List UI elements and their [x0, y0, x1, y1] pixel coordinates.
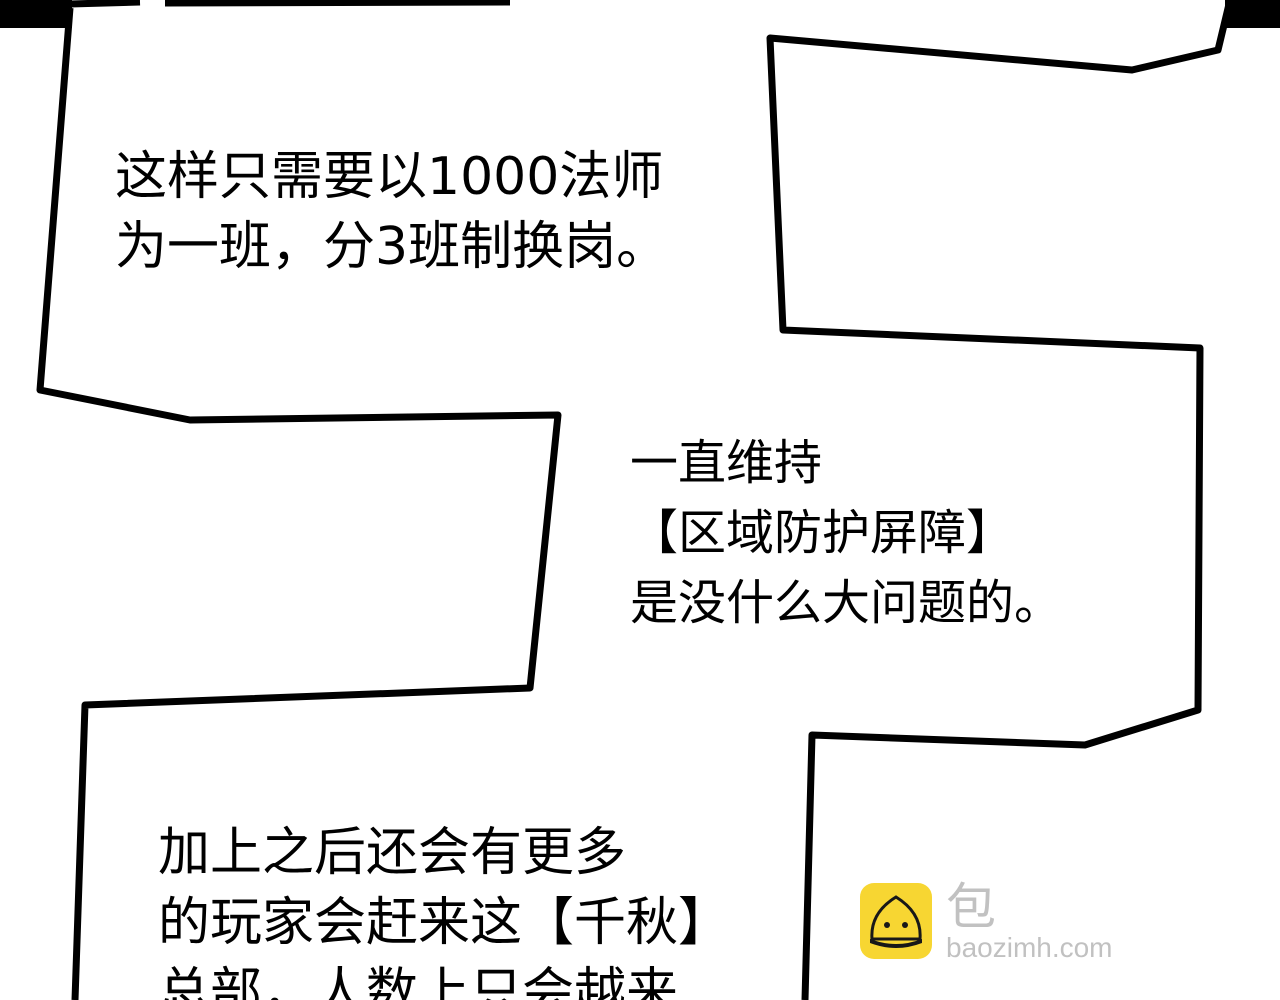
watermark: 包 baozimh.com — [860, 880, 1113, 962]
panel-border — [69, 0, 141, 8]
panel-border — [766, 0, 1234, 1000]
text-line: 为一班，分3班制换岗。 — [115, 217, 669, 277]
bun-logo-icon — [860, 883, 932, 959]
text-line: 总部，人数上只会越来 — [158, 963, 679, 1000]
text-line: 一直维持 — [630, 435, 823, 491]
panel-border — [164, 0, 511, 7]
text-line: 的玩家会赶来这【千秋】 — [158, 893, 731, 953]
top-right-band — [1225, 0, 1280, 28]
text-line: 这样只需要以1000法师 — [115, 147, 664, 207]
text-line: 是没什么大问题的。 — [630, 575, 1063, 631]
top-left-band — [0, 0, 72, 28]
panel-border — [36, 7, 562, 1000]
speech-panel-1: 这样只需要以1000法师 为一班，分3班制换岗。 — [115, 142, 668, 282]
speech-panel-2: 一直维持 【区域防护屏障】 是没什么大问题的。 — [630, 428, 1062, 638]
text-line: 加上之后还会有更多 — [158, 823, 627, 883]
text-line: 【区域防护屏障】 — [630, 505, 1015, 561]
speech-panel-3: 加上之后还会有更多 的玩家会赶来这【千秋】 总部，人数上只会越来 — [158, 818, 730, 1000]
watermark-url: baozimh.com — [946, 932, 1113, 963]
watermark-brand: 包 — [946, 879, 996, 935]
